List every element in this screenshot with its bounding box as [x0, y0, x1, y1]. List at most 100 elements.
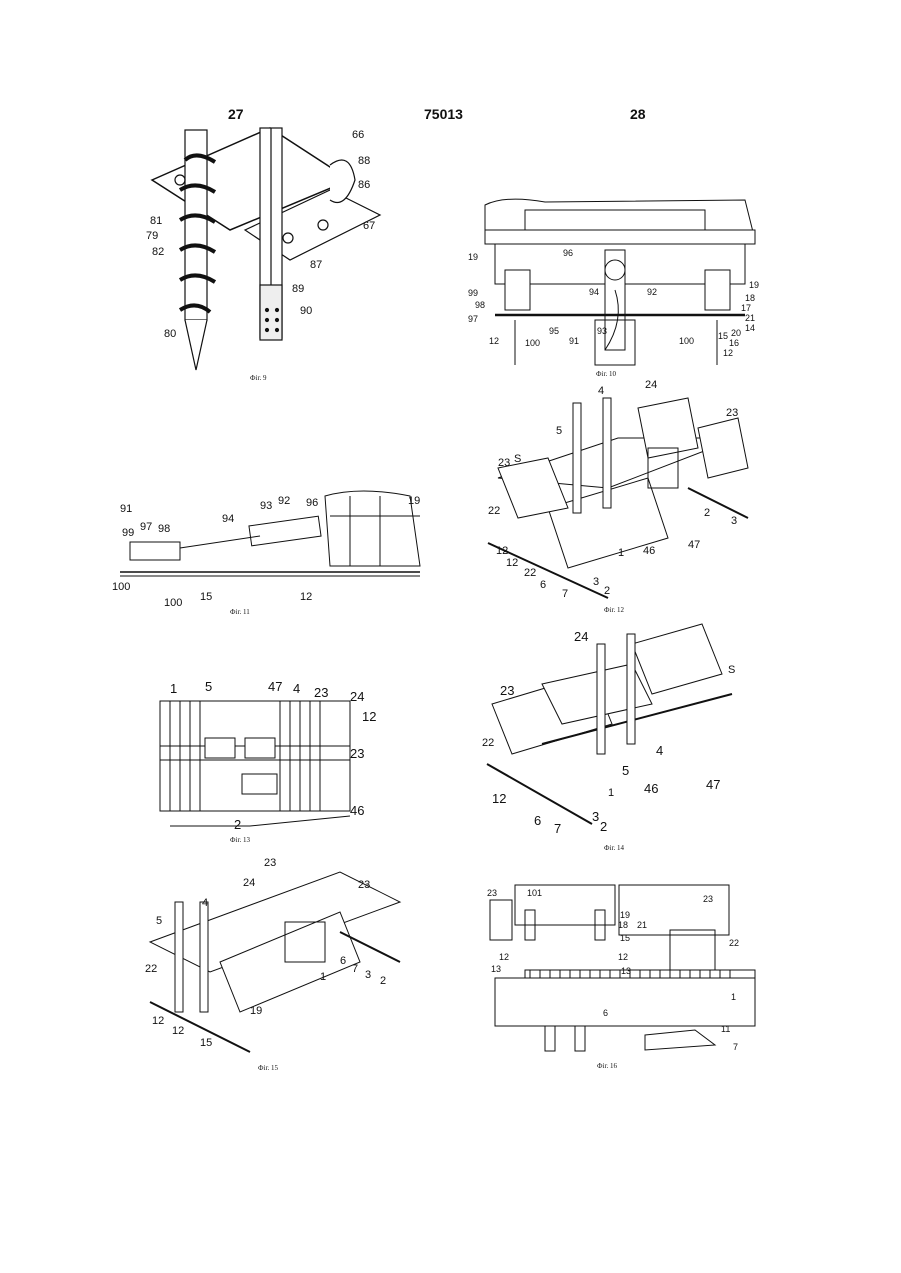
figure-11-caption: Фіг. 11	[230, 608, 250, 616]
figure-12: 4 24 23 5 23 S 22 2 3 46 47 1 12 12 22 6…	[488, 378, 768, 618]
label-2: 2	[234, 818, 241, 831]
label-6: 6	[534, 814, 541, 827]
label-3-right: 3	[731, 516, 737, 527]
label-5: 5	[205, 680, 212, 693]
label-1: 1	[731, 992, 736, 1003]
label-4: 4	[598, 386, 604, 397]
label-23-right: 23	[703, 894, 713, 905]
figure-14-caption: Фіг. 14	[604, 844, 624, 852]
label-4: 4	[202, 898, 208, 909]
label-86: 86	[358, 180, 370, 191]
label-23-right: 23	[726, 408, 738, 419]
label-2: 2	[380, 976, 386, 987]
label-23-left: 23	[487, 888, 497, 899]
label-24: 24	[574, 630, 588, 643]
label-47: 47	[268, 680, 282, 693]
label-1: 1	[320, 972, 326, 983]
label-22-bottom: 22	[524, 568, 536, 579]
label-94: 94	[589, 287, 599, 298]
label-5: 5	[156, 916, 162, 927]
label-79: 79	[146, 231, 158, 242]
label-24: 24	[243, 878, 255, 889]
label-96: 96	[306, 498, 318, 509]
label-12-a: 12	[496, 546, 508, 557]
label-24: 24	[350, 690, 364, 703]
label-47: 47	[706, 778, 720, 791]
label-12-a: 12	[152, 1016, 164, 1027]
label-6: 6	[340, 956, 346, 967]
label-15: 15	[200, 592, 212, 603]
label-93: 93	[597, 326, 607, 337]
label-92: 92	[278, 496, 290, 507]
label-89: 89	[292, 284, 304, 295]
label-21: 21	[637, 920, 647, 931]
figure-16: 23 101 23 19 18 21 15 22 12 12 13 13 1 6…	[485, 880, 775, 1075]
page-number-right: 28	[630, 106, 646, 122]
label-15: 15	[620, 933, 630, 944]
label-12: 12	[492, 792, 506, 805]
label-6: 6	[603, 1008, 608, 1019]
label-82: 82	[152, 247, 164, 258]
label-100-right: 100	[679, 336, 694, 347]
label-4: 4	[293, 682, 300, 695]
label-7: 7	[352, 964, 358, 975]
label-46: 46	[350, 804, 364, 817]
label-80: 80	[164, 329, 176, 340]
label-99: 99	[468, 288, 478, 299]
label-92: 92	[647, 287, 657, 298]
figure-16-caption: Фіг. 16	[597, 1062, 617, 1070]
label-19-right: 19	[749, 280, 759, 291]
figure-14-drawing	[482, 614, 752, 834]
label-98: 98	[158, 524, 170, 535]
label-88: 88	[358, 156, 370, 167]
label-2-bottom: 2	[604, 586, 610, 597]
label-3: 3	[365, 970, 371, 981]
label-81: 81	[150, 216, 162, 227]
label-101: 101	[527, 888, 542, 899]
label-15: 15	[200, 1038, 212, 1049]
label-22: 22	[488, 506, 500, 517]
label-S: S	[728, 665, 735, 676]
label-99: 99	[122, 528, 134, 539]
label-22: 22	[145, 964, 157, 975]
label-90: 90	[300, 306, 312, 317]
document-number: 75013	[424, 106, 463, 122]
figure-14: 24 S 23 22 4 5 46 47 1 12 3 2 6 7 Фіг. 1…	[482, 614, 762, 854]
label-93: 93	[260, 501, 272, 512]
label-5: 5	[622, 764, 629, 777]
figure-10-caption: Фіг. 10	[596, 370, 616, 378]
label-7: 7	[562, 589, 568, 600]
label-3-bottom: 3	[593, 577, 599, 588]
label-100-left: 100	[112, 582, 130, 593]
figure-10-drawing	[465, 190, 765, 370]
label-91: 91	[120, 504, 132, 515]
label-4: 4	[656, 744, 663, 757]
label-23-right: 23	[358, 880, 370, 891]
label-24: 24	[645, 380, 657, 391]
label-94: 94	[222, 514, 234, 525]
figure-13-caption: Фіг. 13	[230, 836, 250, 844]
label-91: 91	[569, 336, 579, 347]
label-12-left: 12	[489, 336, 499, 347]
label-100: 100	[164, 598, 182, 609]
label-23-top: 23	[264, 858, 276, 869]
label-23: 23	[500, 684, 514, 697]
figure-10: 96 19 19 99 98 97 94 92 18 17 21 14 95 9…	[465, 190, 765, 380]
label-97: 97	[140, 522, 152, 533]
label-46: 46	[644, 782, 658, 795]
label-12-left: 12	[499, 952, 509, 963]
label-18: 18	[618, 920, 628, 931]
label-97: 97	[468, 314, 478, 325]
label-23-top: 23	[314, 686, 328, 699]
label-6: 6	[540, 580, 546, 591]
label-1: 1	[618, 548, 624, 559]
figure-15-caption: Фіг. 15	[258, 1064, 278, 1072]
label-3: 3	[592, 810, 599, 823]
label-12-b: 12	[172, 1026, 184, 1037]
label-23-bottom: 23	[350, 747, 364, 760]
figure-15: 23 23 24 5 4 22 6 7 3 2 1 12 12 19 15 Фі…	[140, 852, 420, 1074]
label-2: 2	[600, 820, 607, 833]
label-19: 19	[250, 1006, 262, 1017]
label-14: 14	[745, 323, 755, 334]
label-67: 67	[363, 221, 375, 232]
